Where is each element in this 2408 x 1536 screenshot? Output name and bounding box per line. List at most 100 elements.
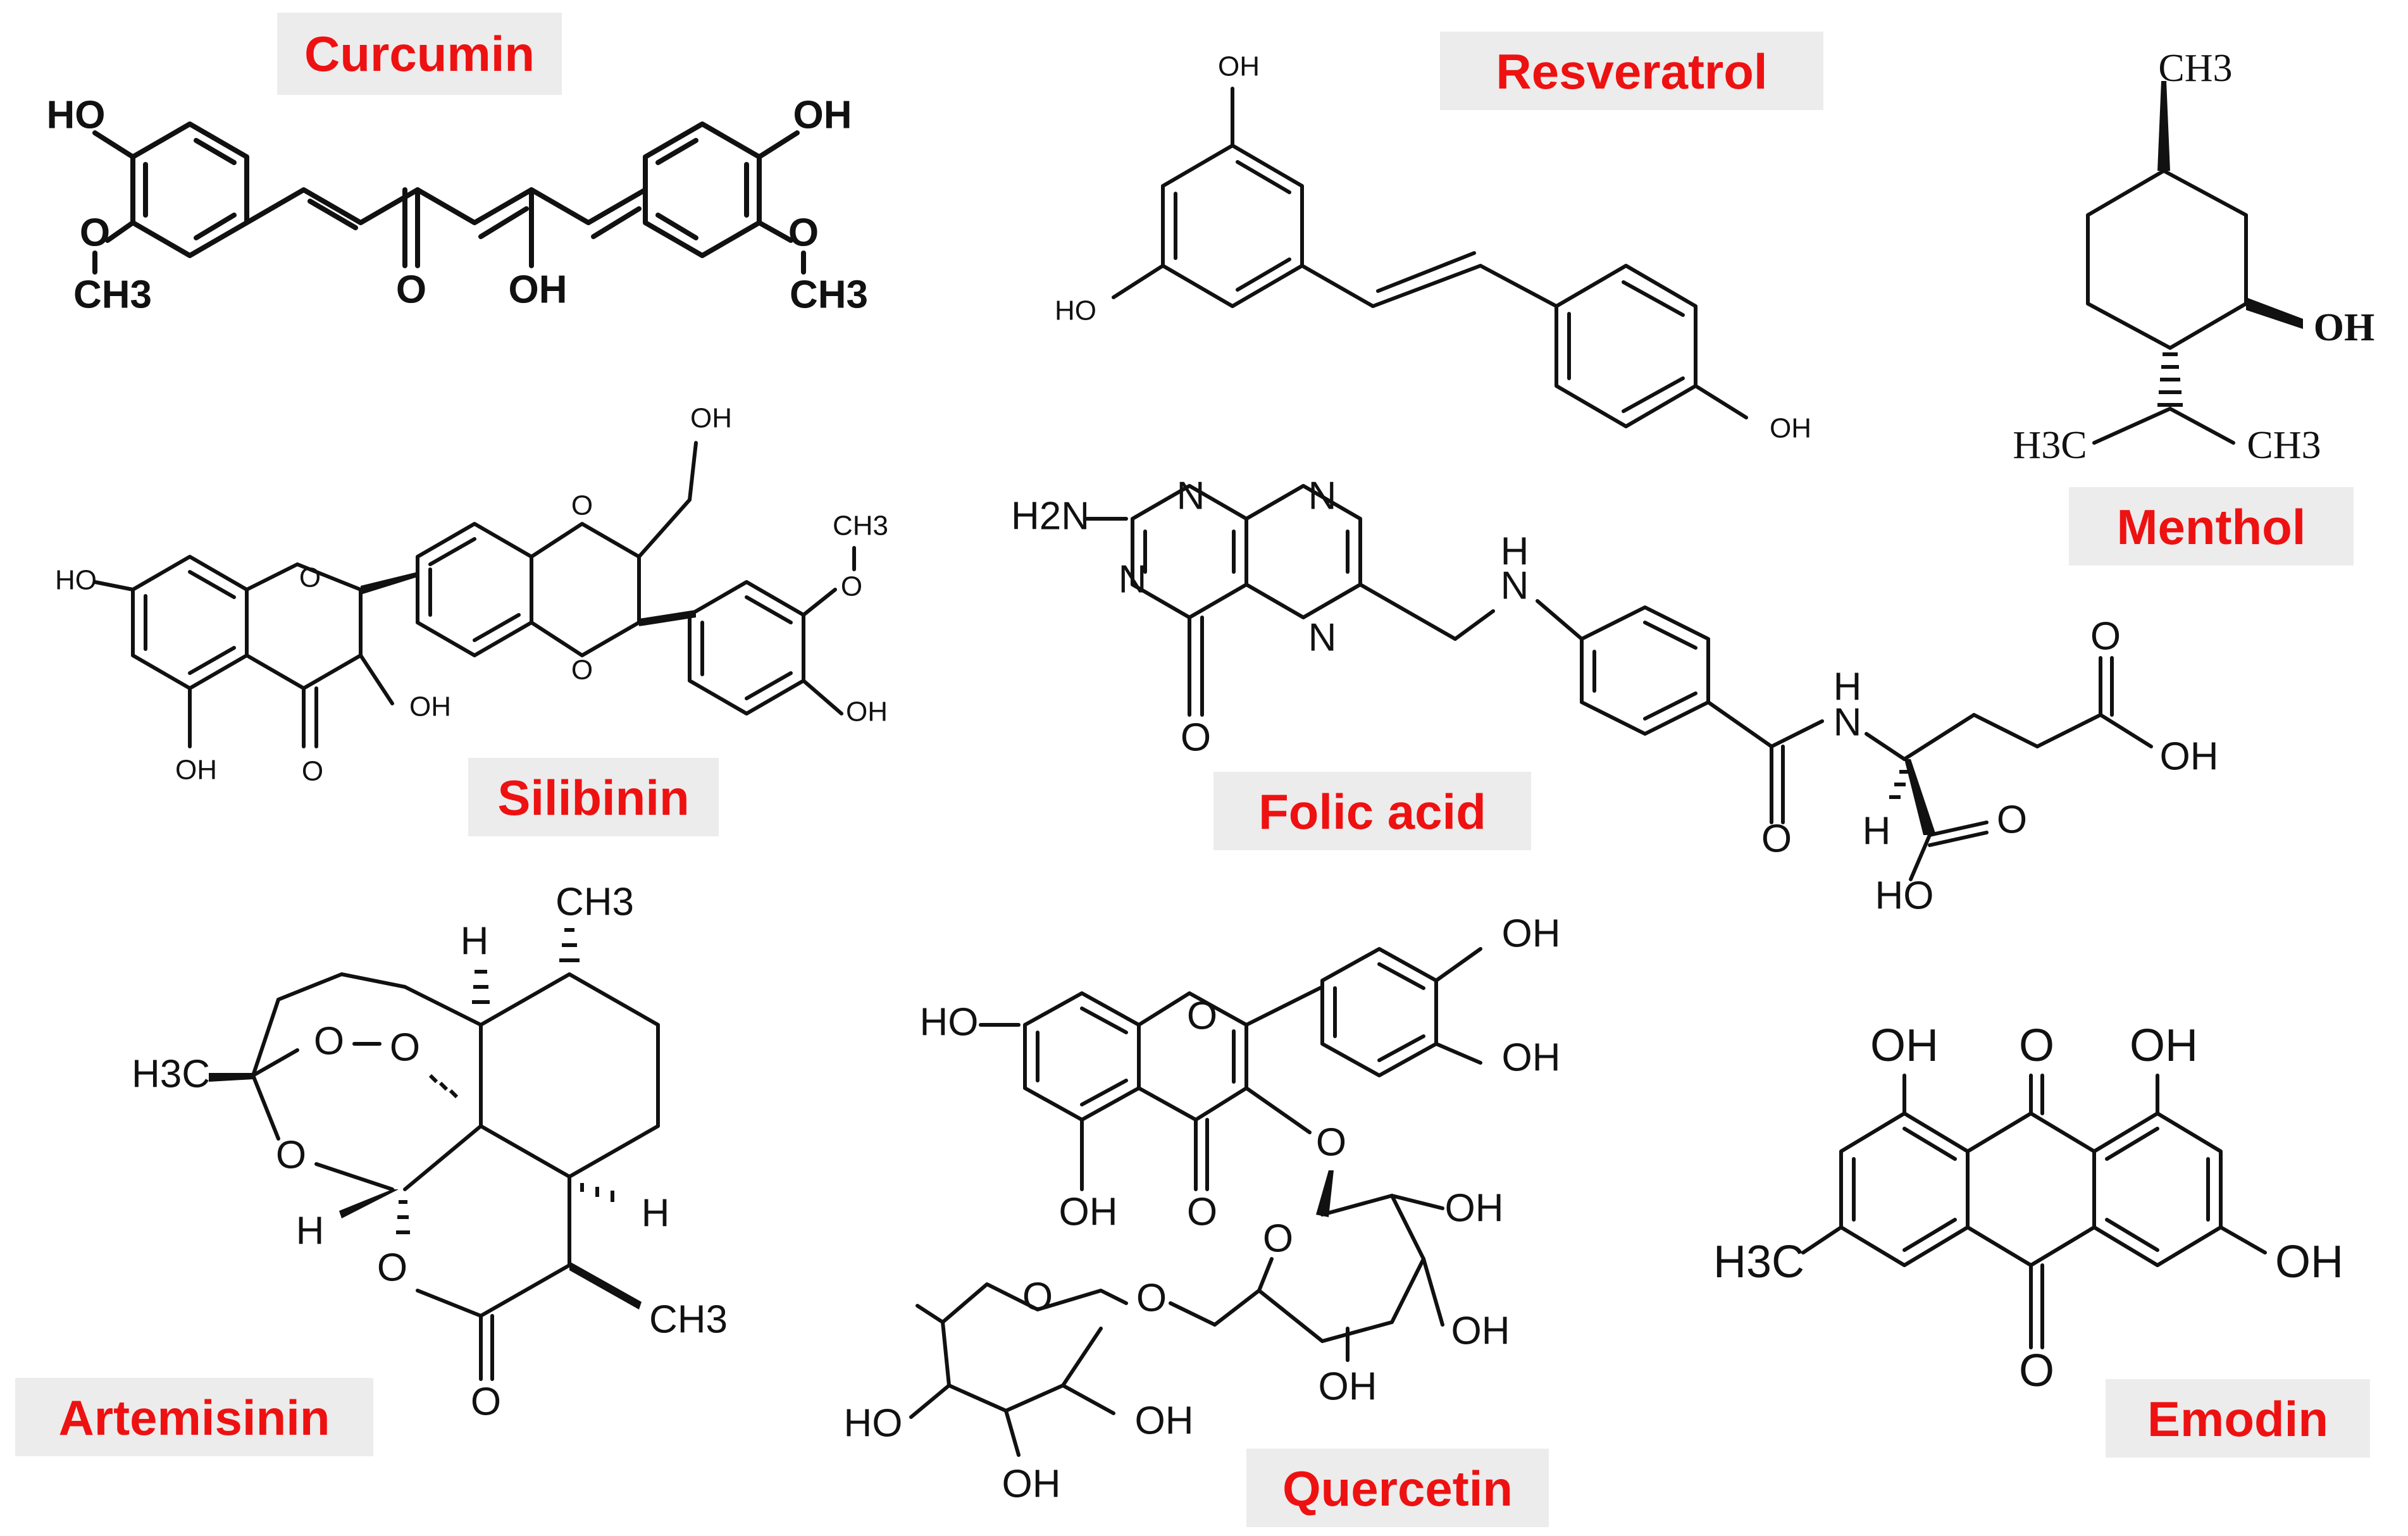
- structure-artemisinin: CH3 H H3C O O O H: [132, 880, 728, 1423]
- svg-text:Quercetin: Quercetin: [1282, 1461, 1513, 1516]
- svg-text:CH3: CH3: [790, 273, 868, 316]
- svg-text:O: O: [299, 562, 321, 593]
- label-emodin: Emodin: [2106, 1379, 2370, 1458]
- svg-text:N: N: [1308, 616, 1337, 659]
- svg-text:O: O: [1997, 798, 2027, 841]
- label-folic-acid: Folic acid: [1213, 772, 1531, 850]
- svg-text:H: H: [1501, 530, 1529, 573]
- svg-text:O: O: [80, 211, 110, 254]
- svg-text:O: O: [1263, 1217, 1293, 1260]
- svg-text:O: O: [302, 756, 323, 787]
- svg-text:O: O: [2090, 614, 2121, 658]
- svg-text:H2N: H2N: [1011, 494, 1089, 538]
- svg-text:O: O: [1316, 1120, 1346, 1164]
- svg-text:OH: OH: [509, 268, 568, 311]
- svg-text:OH: OH: [1002, 1462, 1061, 1506]
- svg-text:O: O: [396, 268, 426, 311]
- svg-text:O: O: [1761, 817, 1792, 860]
- svg-text:Emodin: Emodin: [2147, 1391, 2328, 1447]
- svg-text:O: O: [571, 655, 593, 686]
- svg-text:CH3: CH3: [649, 1298, 728, 1341]
- svg-text:CH3: CH3: [833, 511, 888, 542]
- svg-text:Resveratrol: Resveratrol: [1496, 44, 1767, 99]
- svg-text:OH: OH: [2130, 1020, 2198, 1071]
- structure-quercetin: HO OH O O OH OH O O OH OH OH: [844, 912, 1561, 1506]
- svg-text:H3C: H3C: [1713, 1237, 1804, 1287]
- svg-text:OH: OH: [2275, 1237, 2343, 1287]
- structure-resveratrol: OH HO OH: [1055, 51, 1811, 444]
- svg-text:O: O: [377, 1246, 407, 1289]
- svg-text:OH: OH: [1870, 1020, 1939, 1071]
- svg-text:O: O: [571, 490, 593, 521]
- svg-text:N: N: [1834, 700, 1862, 744]
- svg-text:HO: HO: [920, 1000, 979, 1044]
- svg-text:O: O: [841, 571, 862, 602]
- svg-text:N: N: [1119, 557, 1147, 601]
- svg-text:OH: OH: [846, 697, 888, 728]
- svg-text:CH3: CH3: [73, 273, 152, 316]
- svg-text:CH3: CH3: [2247, 424, 2321, 467]
- label-artemisinin: Artemisinin: [15, 1378, 373, 1456]
- svg-text:O: O: [788, 211, 819, 254]
- svg-text:O: O: [314, 1019, 344, 1063]
- svg-text:H: H: [296, 1209, 325, 1253]
- svg-text:OH: OH: [2160, 734, 2219, 778]
- svg-text:OH: OH: [1770, 413, 1811, 444]
- svg-text:O: O: [1181, 715, 1211, 759]
- svg-text:OH: OH: [1445, 1186, 1504, 1230]
- svg-text:HO: HO: [55, 565, 97, 596]
- svg-text:Silibinin: Silibinin: [497, 770, 689, 826]
- svg-text:OH: OH: [1135, 1399, 1194, 1442]
- svg-text:O: O: [1187, 1190, 1217, 1234]
- structure-silibinin: HO OH O O OH O O OH O CH3: [55, 403, 888, 787]
- svg-text:OH: OH: [409, 691, 451, 722]
- svg-text:Curcumin: Curcumin: [304, 26, 535, 82]
- svg-text:OH: OH: [175, 755, 217, 786]
- svg-text:O: O: [2019, 1020, 2054, 1071]
- svg-text:OH: OH: [1502, 1036, 1561, 1079]
- structure-menthol: CH3 OH H3C CH3: [2013, 47, 2374, 467]
- label-menthol: Menthol: [2069, 487, 2354, 566]
- svg-text:O: O: [471, 1380, 501, 1423]
- svg-text:OH: OH: [793, 93, 852, 137]
- svg-text:H3C: H3C: [2013, 424, 2087, 467]
- svg-text:HO: HO: [844, 1401, 903, 1445]
- svg-text:H: H: [461, 919, 489, 963]
- svg-text:OH: OH: [1502, 912, 1561, 955]
- svg-text:O: O: [276, 1133, 306, 1177]
- svg-text:Menthol: Menthol: [2117, 499, 2306, 555]
- svg-text:O: O: [390, 1025, 420, 1069]
- structure-curcumin: HO O CH3 O OH OH O CH3: [47, 93, 869, 316]
- svg-text:CH3: CH3: [555, 880, 634, 924]
- label-resveratrol: Resveratrol: [1440, 32, 1823, 110]
- svg-text:N: N: [1501, 564, 1529, 607]
- svg-text:O: O: [1187, 994, 1217, 1037]
- svg-text:Artemisinin: Artemisinin: [58, 1390, 330, 1446]
- svg-text:O: O: [1022, 1275, 1053, 1318]
- structure-folic-acid: H2N N N O N N N H O N H O: [1011, 474, 2219, 917]
- svg-text:OH: OH: [1059, 1190, 1118, 1234]
- svg-text:HO: HO: [1875, 874, 1934, 917]
- label-silibinin: Silibinin: [468, 758, 719, 836]
- svg-text:OH: OH: [690, 403, 732, 434]
- svg-text:CH3: CH3: [2158, 47, 2232, 90]
- svg-text:H: H: [1863, 809, 1891, 853]
- svg-text:HO: HO: [47, 93, 106, 137]
- svg-text:OH: OH: [1218, 51, 1260, 82]
- svg-text:N: N: [1308, 474, 1337, 517]
- svg-text:Folic acid: Folic acid: [1258, 784, 1486, 839]
- svg-text:HO: HO: [1055, 295, 1096, 326]
- svg-text:H3C: H3C: [132, 1052, 210, 1096]
- svg-text:OH: OH: [1319, 1365, 1377, 1408]
- svg-text:H: H: [1834, 665, 1862, 709]
- svg-text:O: O: [1136, 1276, 1167, 1320]
- label-quercetin: Quercetin: [1246, 1449, 1549, 1527]
- svg-text:N: N: [1177, 474, 1205, 517]
- svg-text:OH: OH: [1451, 1309, 1510, 1353]
- label-curcumin: Curcumin: [277, 13, 562, 95]
- structure-emodin: OH O O OH OH H3C: [1713, 1020, 2343, 1396]
- svg-text:OH: OH: [2314, 306, 2374, 349]
- svg-text:H: H: [642, 1191, 670, 1235]
- svg-text:O: O: [2019, 1346, 2054, 1396]
